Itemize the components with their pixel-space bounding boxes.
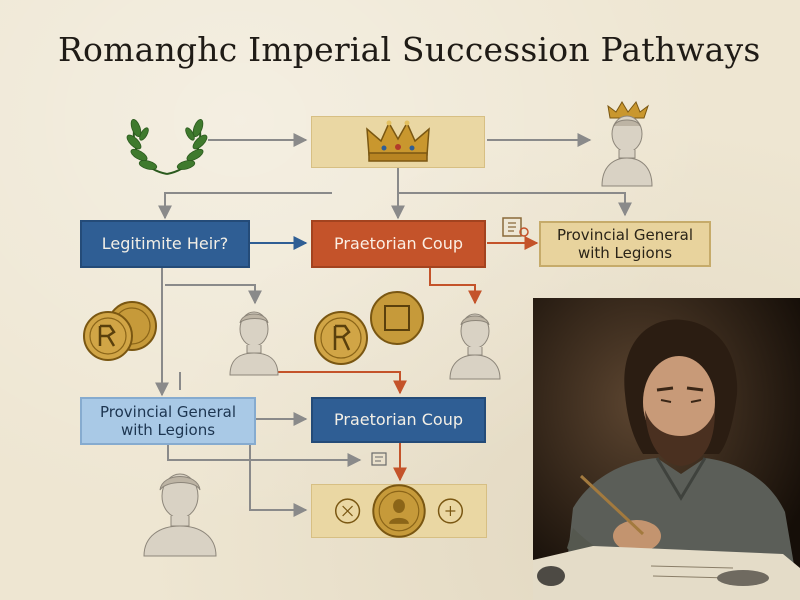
coin-icon bbox=[83, 301, 157, 361]
writing-scholar-illustration bbox=[533, 298, 800, 600]
scroll-icon bbox=[502, 217, 529, 237]
crown-icon bbox=[366, 120, 430, 162]
provincial-general-node: Provincial General with Legions bbox=[539, 221, 711, 267]
legitimate-heir-node: Legitimite Heir? bbox=[80, 220, 250, 268]
arrow-coup-to-bust bbox=[429, 268, 482, 305]
coin-icon bbox=[314, 291, 424, 365]
arrow-general-to-scroll-top bbox=[167, 445, 362, 467]
arrow-branch-right bbox=[398, 192, 632, 217]
scholar-photo bbox=[533, 298, 800, 600]
praetorian-coup-node: Praetorian Coup bbox=[311, 220, 486, 268]
arrow-mid-to-coup bbox=[272, 371, 407, 395]
arrow-branch-left bbox=[158, 192, 332, 220]
bust-icon bbox=[143, 473, 217, 557]
scroll-icon bbox=[371, 452, 387, 466]
page-title: Romanghc Imperial Succession Pathways bbox=[58, 30, 761, 69]
laurel-wreath-icon bbox=[126, 119, 208, 175]
arrow-general-to-scroll bbox=[249, 445, 308, 517]
arrow-heir-to-bust bbox=[165, 284, 262, 305]
bust-icon bbox=[229, 311, 279, 376]
coin-tray bbox=[311, 484, 487, 538]
bust-icon bbox=[449, 313, 501, 380]
praetorian-coup-node: Praetorian Coup bbox=[311, 397, 486, 443]
crowned-bust-icon bbox=[601, 101, 653, 187]
provincial-general-node: Provincial General with Legions bbox=[80, 397, 256, 445]
crown-box bbox=[311, 116, 485, 168]
coin-icon bbox=[334, 484, 464, 538]
